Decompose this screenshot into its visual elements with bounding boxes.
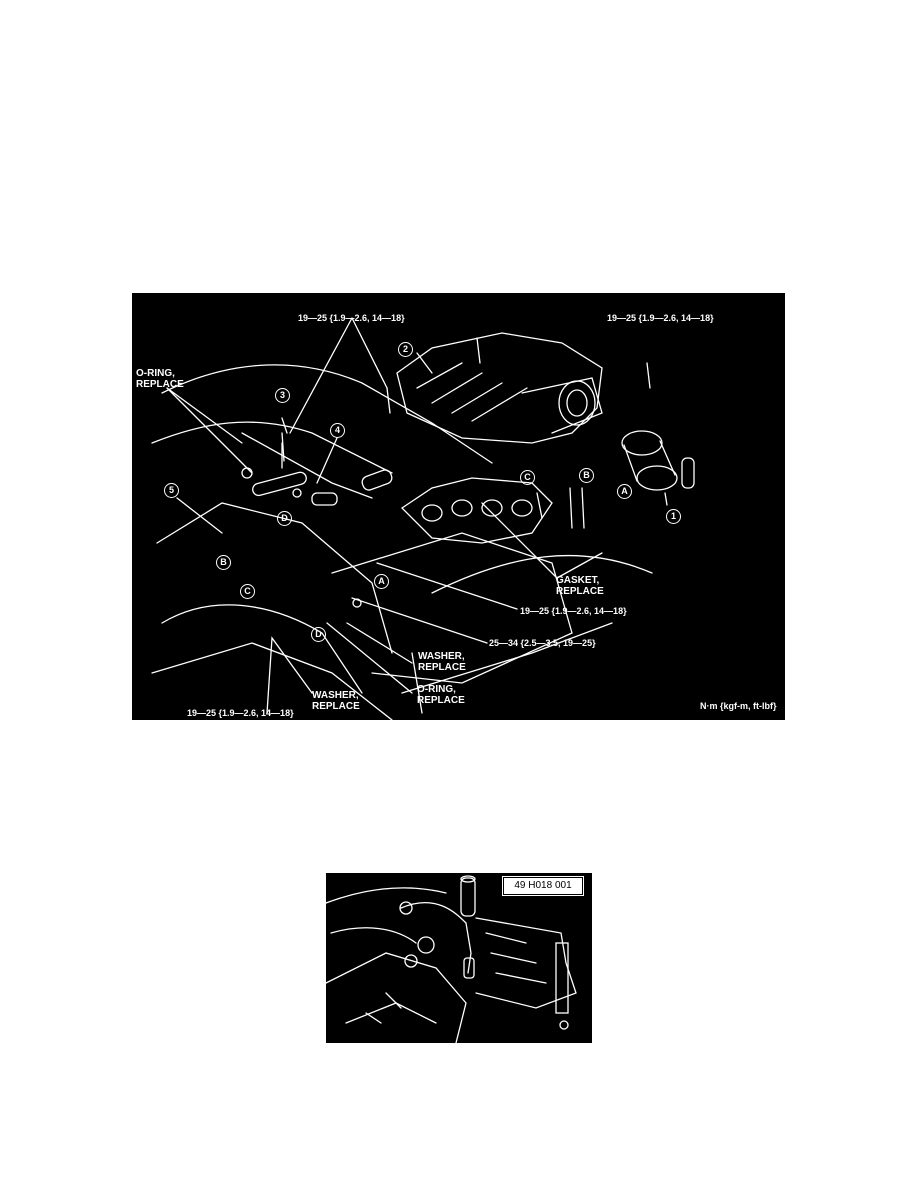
gasket-replace-label: GASKET, REPLACE <box>556 575 604 597</box>
callout-b-top: B <box>579 468 594 483</box>
tool-line-art <box>326 875 577 1043</box>
callout-c-top: C <box>520 470 535 485</box>
intake-manifold-diagram: 19—25 {1.9—2.6, 14—18} 19—25 {1.9—2.6, 1… <box>132 293 785 720</box>
callout-c-bottom: C <box>240 584 255 599</box>
torque-spec-top-right: 19—25 {1.9—2.6, 14—18} <box>607 313 714 323</box>
special-tool-diagram: 49 H018 001 <box>326 873 592 1043</box>
callout-1: 1 <box>666 509 681 524</box>
torque-spec-top-center: 19—25 {1.9—2.6, 14—18} <box>298 313 405 323</box>
callout-2: 2 <box>398 342 413 357</box>
torque-spec-middle: 19—25 {1.9—2.6, 14—18} <box>520 606 627 616</box>
units-label: N·m {kgf-m, ft-lbf} <box>700 701 777 711</box>
callout-4: 4 <box>330 423 345 438</box>
torque-spec-bottom-left: 19—25 {1.9—2.6, 14—18} <box>187 708 294 718</box>
engine-line-art <box>151 317 695 720</box>
torque-spec-middle-2: 25—34 {2.5—3.5, 19—25} <box>489 638 596 648</box>
washer-replace-label-right: WASHER, REPLACE <box>418 651 466 673</box>
washer-replace-label-left: WASHER, REPLACE <box>312 690 360 712</box>
callout-b-bottom: B <box>216 555 231 570</box>
oring-replace-label-top: O-RING, REPLACE <box>136 368 184 390</box>
callout-a-top: A <box>617 484 632 499</box>
callout-5: 5 <box>164 483 179 498</box>
callout-d-bottom: D <box>311 627 326 642</box>
callout-d-top: D <box>277 511 292 526</box>
callout-a-bottom: A <box>374 574 389 589</box>
callout-3: 3 <box>275 388 290 403</box>
tool-number-box: 49 H018 001 <box>503 877 583 895</box>
oring-replace-label-bottom: O-RING, REPLACE <box>417 684 465 706</box>
